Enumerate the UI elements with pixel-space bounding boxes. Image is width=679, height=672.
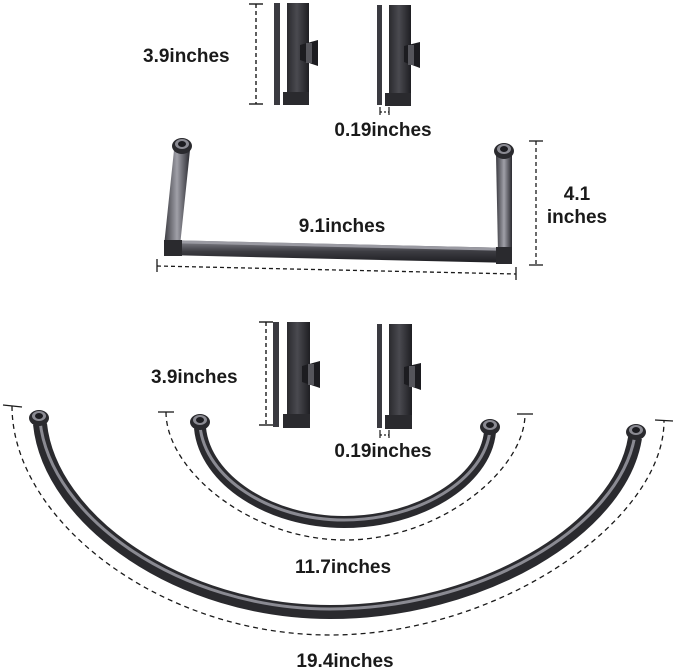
straight-rod-height-unit: inches	[546, 207, 608, 228]
straight-rod-height-value: 4.1	[563, 184, 591, 205]
large-arc-length-label: 19.4inches	[296, 651, 394, 672]
clip-left-top	[274, 3, 318, 105]
clip-right-bottom	[377, 324, 421, 438]
small-arc-rod	[158, 411, 533, 541]
clip-height-label-top: 3.9inches	[143, 46, 230, 67]
large-arc-rod	[2, 404, 674, 636]
straight-rod-height-label: 4.1 inches	[547, 183, 607, 229]
clip-thickness-label-top: 0.19inches	[334, 120, 432, 141]
clip-height-dimension-top	[249, 3, 263, 105]
clip-pair-top	[249, 3, 420, 115]
clip-thickness-label-bottom: 0.19inches	[334, 441, 432, 462]
small-arc-length-label: 11.7inches	[294, 557, 392, 578]
clip-height-label-bottom: 3.9inches	[151, 367, 238, 388]
clip-pair-bottom	[259, 321, 421, 438]
clip-right-top	[377, 5, 420, 115]
rod-length-dimension	[156, 259, 517, 280]
rod-height-dimension	[529, 140, 543, 266]
straight-rod-length-label: 9.1inches	[298, 216, 386, 237]
clip-left-bottom	[273, 322, 320, 428]
straight-rod	[156, 138, 543, 280]
